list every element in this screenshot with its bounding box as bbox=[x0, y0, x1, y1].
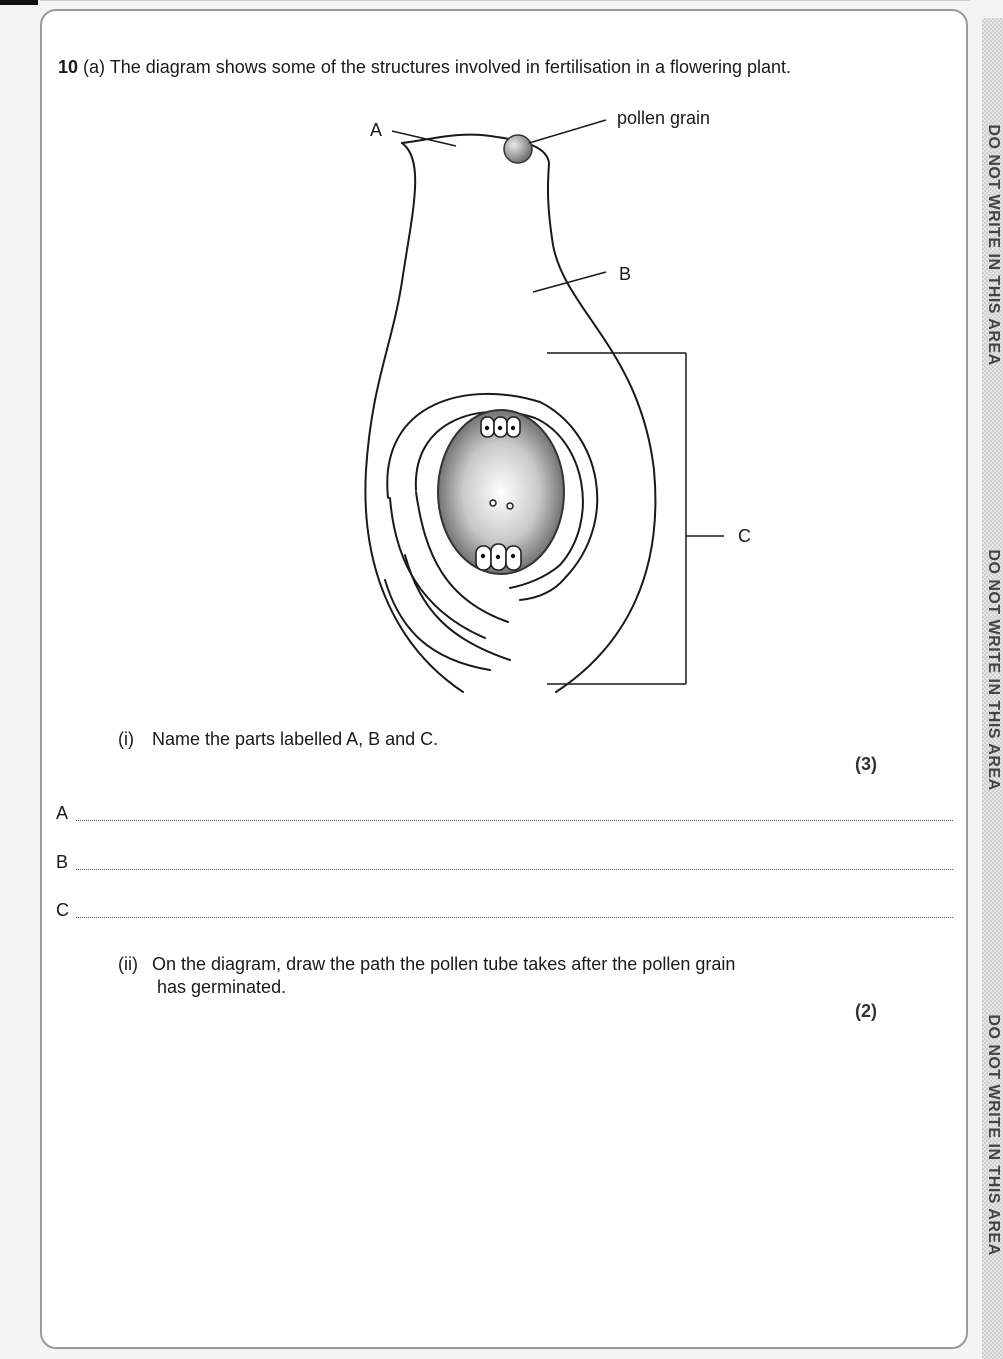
answer-b-letter: B bbox=[56, 852, 68, 873]
stalk-line-4 bbox=[385, 580, 490, 670]
part-ii-line-2: has germinated. bbox=[157, 977, 286, 998]
carpel-outline-right bbox=[402, 135, 655, 692]
answer-c-line[interactable] bbox=[76, 917, 953, 918]
label-b: B bbox=[619, 264, 631, 284]
part-ii-number: (ii) bbox=[118, 954, 138, 975]
polar-nucleus-1 bbox=[490, 500, 496, 506]
answer-c-letter: C bbox=[56, 900, 69, 921]
answer-a-letter: A bbox=[56, 803, 68, 824]
margin-warning-3: DO NOT WRITE IN THIS AREA bbox=[984, 1014, 1002, 1255]
flower-carpel-diagram: A pollen grain B C bbox=[0, 0, 1003, 720]
label-a: A bbox=[370, 120, 382, 140]
part-ii-line-1: On the diagram, draw the path the pollen… bbox=[152, 954, 735, 975]
part-ii-marks: (2) bbox=[855, 1001, 877, 1022]
part-i-text: Name the parts labelled A, B and C. bbox=[152, 729, 438, 750]
label-c: C bbox=[738, 526, 751, 546]
answer-a-line[interactable] bbox=[76, 820, 953, 821]
leader-b bbox=[533, 272, 606, 292]
label-pollen-grain: pollen grain bbox=[617, 108, 710, 128]
part-i-marks: (3) bbox=[855, 754, 877, 775]
pollen-grain bbox=[504, 135, 532, 163]
part-i-number: (i) bbox=[118, 729, 134, 750]
leader-pollen bbox=[529, 120, 606, 143]
polar-nucleus-2 bbox=[507, 503, 513, 509]
answer-b-line[interactable] bbox=[76, 869, 953, 870]
